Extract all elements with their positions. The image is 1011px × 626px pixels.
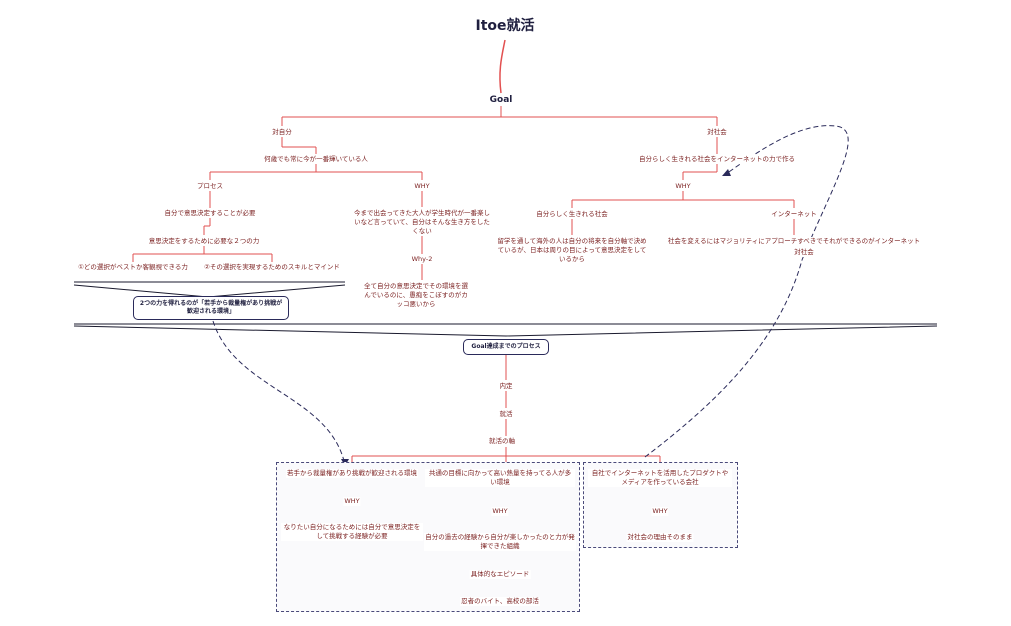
node-self-sub[interactable]: 何歳でも常に今が一番輝いている人: [263, 155, 369, 164]
node-internet-sub[interactable]: 対社会: [793, 248, 815, 257]
node-offer[interactable]: 内定: [498, 382, 514, 391]
goal-node[interactable]: Goal: [487, 95, 515, 105]
axis-2[interactable]: 共通の目標に向かって高い熱量を持ってる人が多い環境: [425, 469, 575, 487]
node-self-style-society-text[interactable]: 留学を通して海外の人は自分の将来を自分軸で決めているが、日本は周りの目によって意…: [496, 237, 648, 264]
node-self-why-text[interactable]: 今まで出会ってきた大人が学生時代が一番楽しいなど言っていて、自分はそんな生き方を…: [351, 209, 493, 236]
node-self-style-society[interactable]: 自分らしく生きれる社会: [535, 210, 609, 219]
axis-1-why[interactable]: WHY: [343, 497, 361, 506]
node-self-why2-text[interactable]: 全て自分の意思決定でその環境を選んでいるのに、愚痴をこぼすのがカッコ悪いから: [363, 282, 469, 309]
axis-3-why-text[interactable]: 対社会の理由そのまま: [626, 533, 694, 542]
axis-3-why[interactable]: WHY: [651, 507, 669, 516]
node-process-1[interactable]: 自分で意思決定することが必要: [163, 209, 257, 218]
axis-2-episode[interactable]: 具体的なエピソード: [469, 570, 531, 579]
node-self[interactable]: 対自分: [271, 128, 293, 137]
axis-2-why[interactable]: WHY: [491, 507, 509, 516]
node-internet-text[interactable]: 社会を変えるにはマジョリティにアプローチすべきでそれができるのがインターネット: [666, 237, 922, 246]
axis-1-why-text[interactable]: なりたい自分になるためには自分で意思決定をして挑戦する経験が必要: [281, 523, 423, 541]
goal-process-box[interactable]: Goal達成までのプロセス: [463, 339, 549, 355]
node-skill-2[interactable]: ②その選択を実現するためのスキルとマインド: [203, 263, 341, 272]
node-process[interactable]: プロセス: [196, 182, 224, 191]
node-job-axis[interactable]: 就活の軸: [488, 437, 516, 446]
node-self-why2[interactable]: Why-2: [410, 255, 434, 264]
axis-2-why-text[interactable]: 自分の過去の経験から自分が楽しかったのと力が発揮できた組織: [424, 533, 576, 551]
node-self-why[interactable]: WHY: [413, 182, 431, 191]
node-skill-1[interactable]: ①どの選択がベストか客観視できる力: [77, 263, 189, 272]
axis-1[interactable]: 若手から裁量権があり挑戦が歓迎される環境: [286, 469, 418, 478]
map-title: Itoe就活: [475, 18, 535, 34]
node-society-why[interactable]: WHY: [674, 182, 692, 191]
node-internet[interactable]: インターネット: [770, 210, 818, 219]
env-summary-box[interactable]: 2つの力を得れるのが「若手から裁量権があり挑戦が歓迎される環境」: [133, 296, 289, 320]
node-job-hunt[interactable]: 就活: [498, 410, 514, 419]
node-society[interactable]: 対社会: [706, 128, 728, 137]
node-society-sub[interactable]: 自分らしく生きれる社会をインターネットの力で作る: [638, 155, 796, 164]
axis-3[interactable]: 自社でインターネットを活用したプロダクトやメディアを作っている会社: [588, 469, 732, 487]
axis-2-episode-text[interactable]: 忍者のバイト、高校の部活: [460, 597, 540, 606]
node-process-2[interactable]: 意思決定をするために必要な２つの力: [147, 237, 261, 246]
